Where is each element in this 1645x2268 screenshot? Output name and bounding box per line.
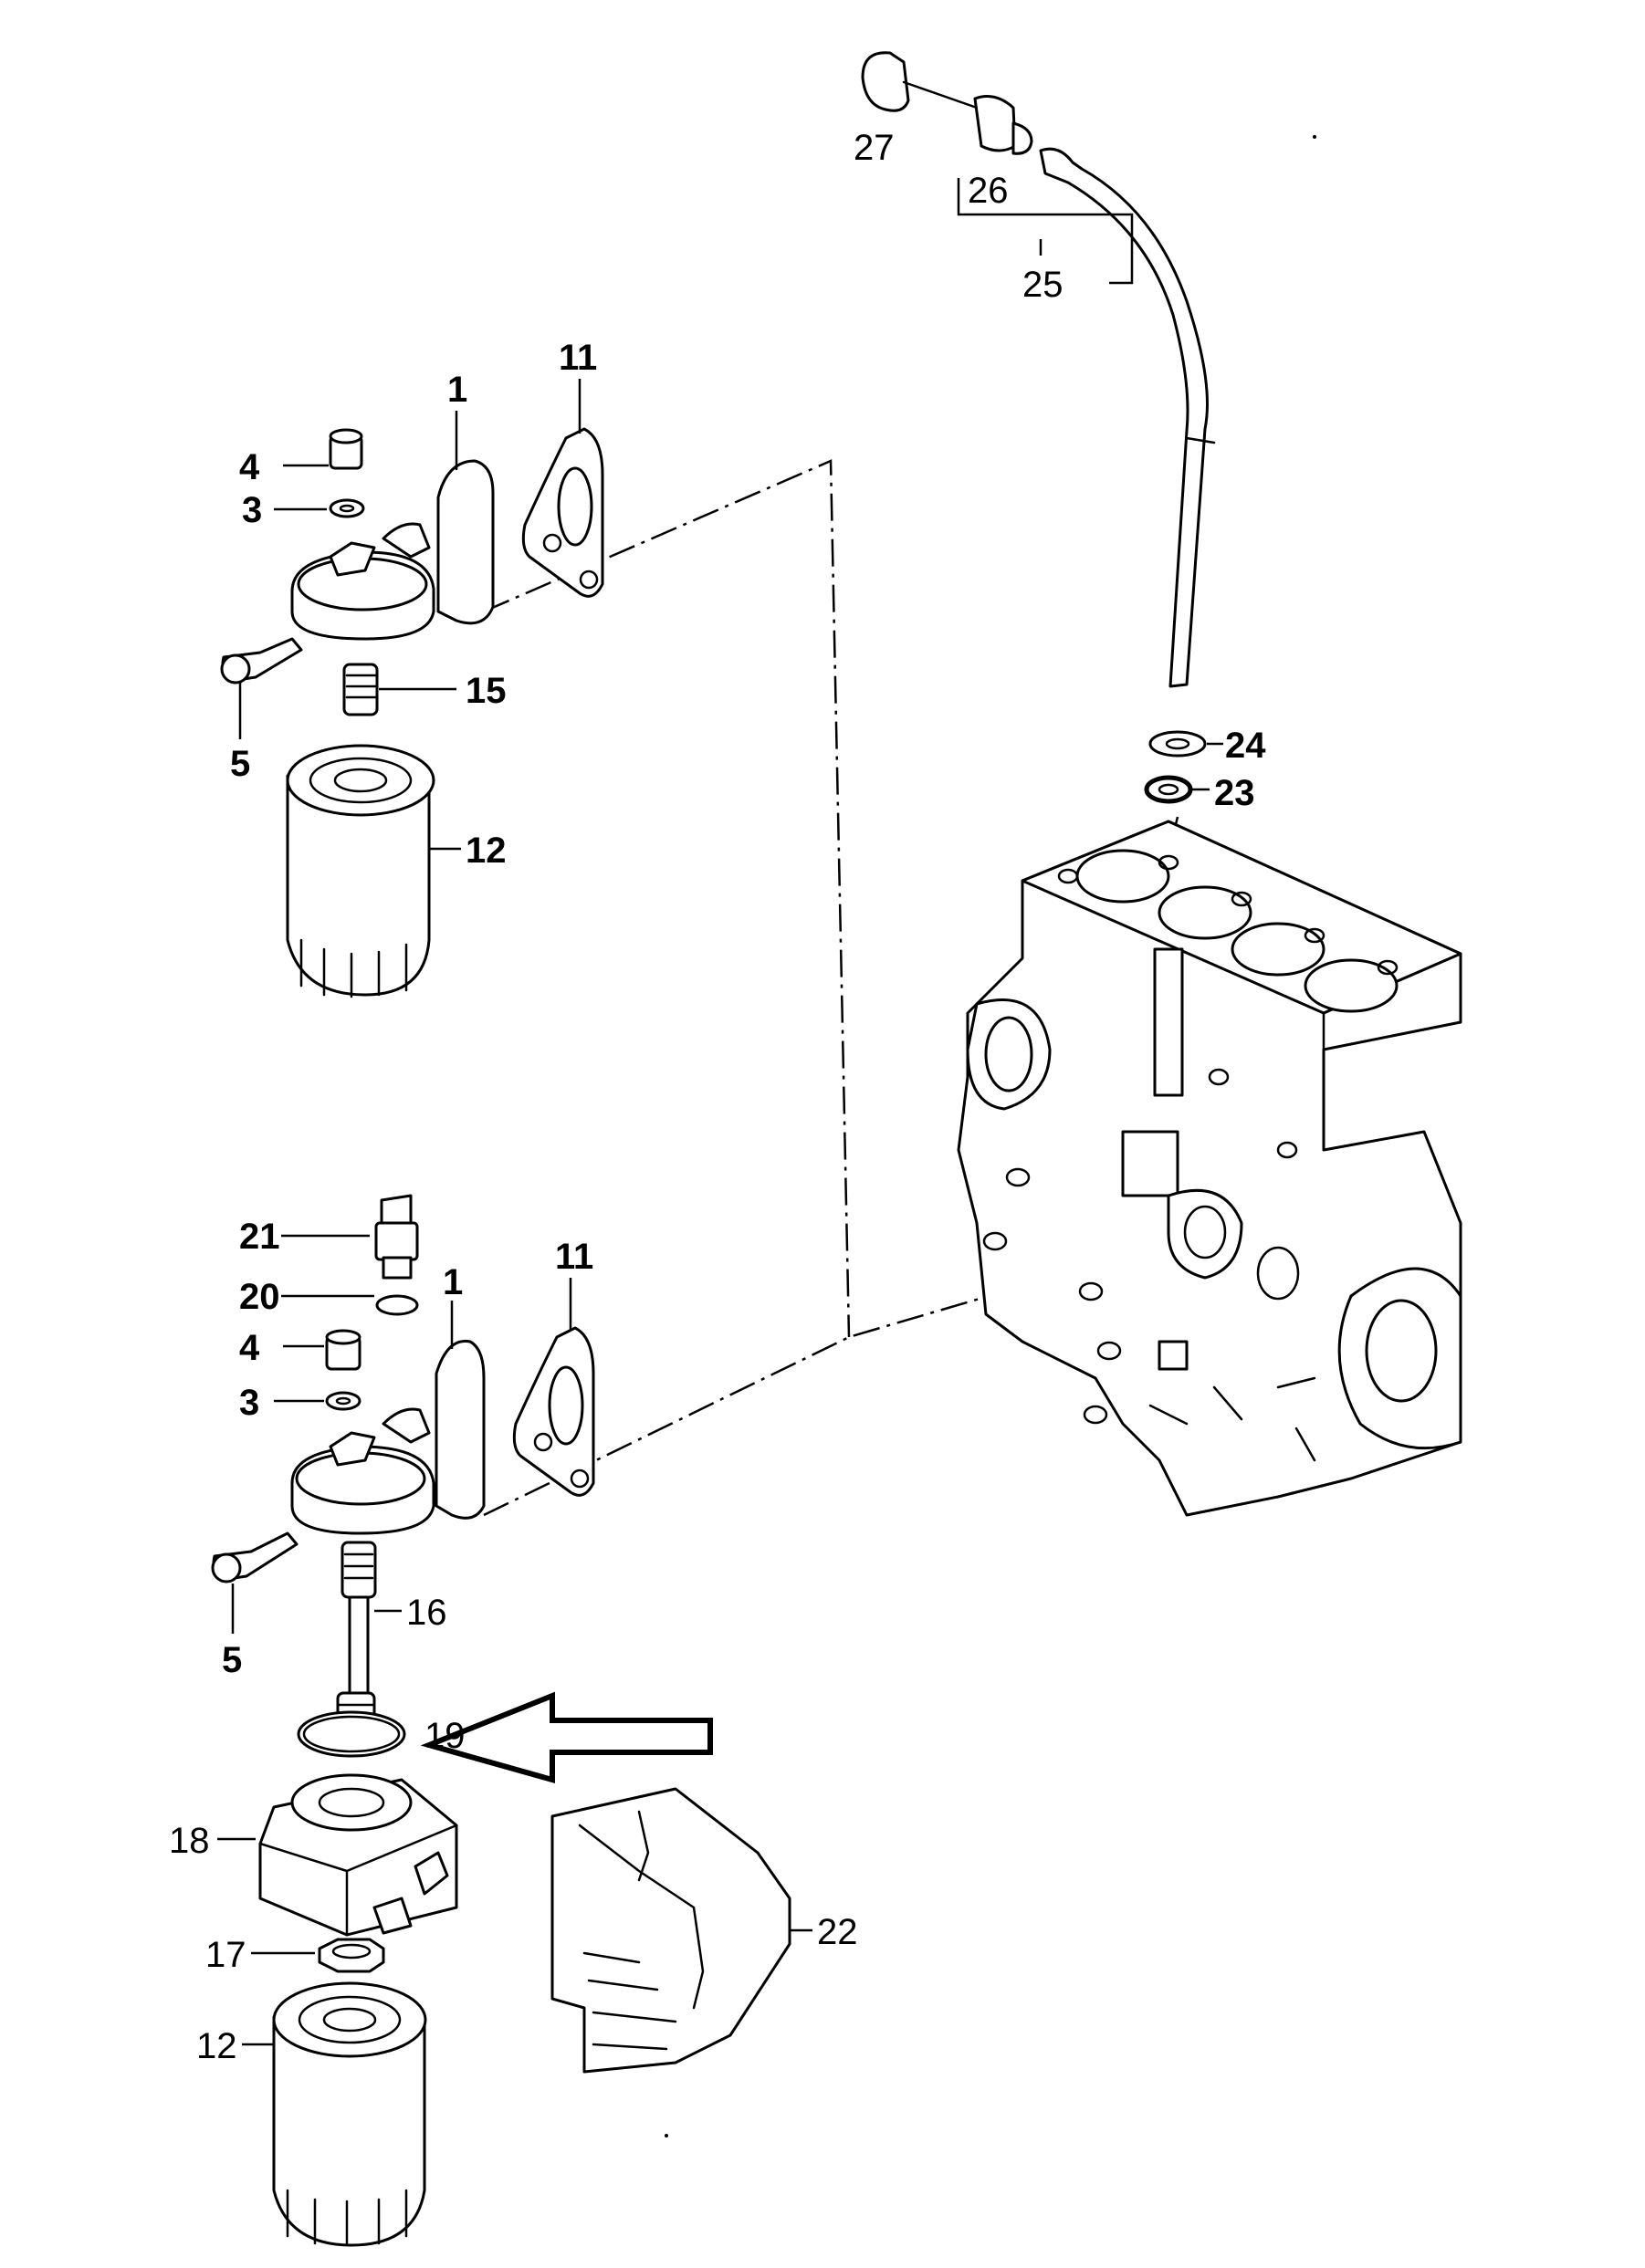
heat-shield-22 <box>550 1787 791 2074</box>
callout-3-bottom: 3 <box>239 1383 259 1423</box>
scan-speck <box>1313 135 1316 139</box>
callout-25: 25 <box>1022 265 1063 305</box>
callout-3-top: 3 <box>242 490 262 530</box>
bottom-filter-flange <box>211 1329 486 1583</box>
dipstick-assembly <box>861 51 1216 688</box>
callout-22: 22 <box>817 1912 858 1952</box>
callouts: 1 11 4 3 5 15 12 24 23 25 26 27 21 20 1 … <box>169 128 1266 2066</box>
top-oil-filter-12 <box>286 744 435 998</box>
callout-4-top: 4 <box>239 447 260 487</box>
washers-24-23 <box>1144 730 1223 804</box>
callout-12-top: 12 <box>466 831 507 871</box>
scan-speck <box>665 2134 668 2137</box>
callout-21: 21 <box>239 1217 280 1257</box>
callout-18: 18 <box>169 1821 210 1861</box>
callout-11-top: 11 <box>559 338 597 378</box>
callout-27: 27 <box>854 128 895 168</box>
bottom-nut-17 <box>318 1938 385 1973</box>
callout-24: 24 <box>1225 726 1266 766</box>
highlight-arrow <box>420 1691 713 1783</box>
top-filter-flange <box>220 428 495 716</box>
callout-1-bottom: 1 <box>443 1262 463 1302</box>
callout-20: 20 <box>239 1277 280 1317</box>
callout-5-top: 5 <box>230 744 250 784</box>
callout-5-bottom: 5 <box>222 1640 242 1680</box>
callout-16: 16 <box>406 1593 447 1633</box>
leader-lines <box>217 379 812 2046</box>
engine-block <box>957 820 1462 1517</box>
top-gasket-11 <box>521 427 604 598</box>
callout-19: 19 <box>424 1716 466 1756</box>
callout-1-top: 1 <box>447 370 467 410</box>
bottom-oil-filter-12 <box>272 1981 427 2247</box>
callout-23: 23 <box>1214 773 1255 813</box>
bottom-oil-pressure-switch-21 <box>374 1194 419 1316</box>
callout-11-bottom: 11 <box>555 1237 593 1277</box>
bottom-gasket-11 <box>512 1326 595 1497</box>
bottom-oil-cooler-18 <box>258 1773 458 1937</box>
bottom-o-ring-19 <box>297 1710 406 1758</box>
callout-4-bottom: 4 <box>239 1328 260 1368</box>
callout-12-bottom: 12 <box>196 2026 237 2066</box>
callout-15: 15 <box>466 671 507 711</box>
callout-26: 26 <box>968 171 1009 211</box>
callout-17: 17 <box>205 1935 246 1975</box>
